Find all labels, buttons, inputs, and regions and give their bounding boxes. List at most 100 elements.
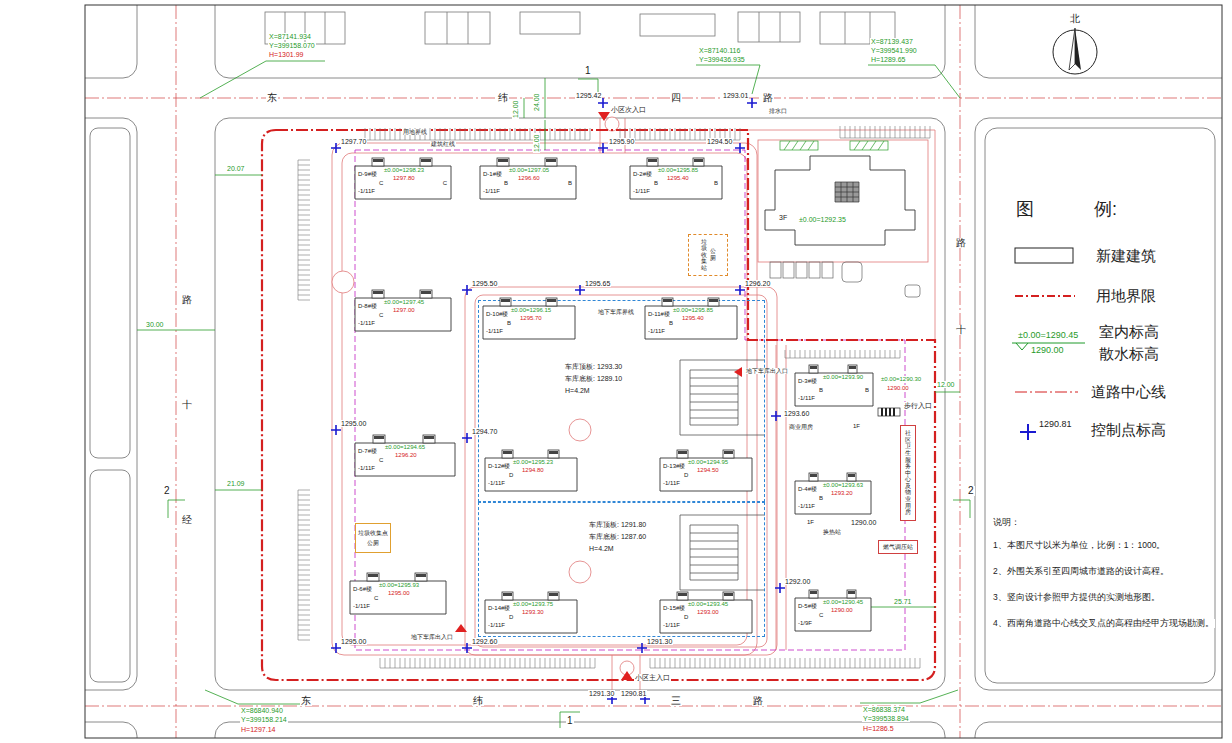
parking-stall [740,128,741,140]
parking-stall [298,500,310,501]
parking-stall [895,350,896,358]
indoor-elevation: ±0.00=1297.45 [384,299,424,305]
parking-stall [298,600,310,601]
neighbor-building [845,12,870,44]
parking-stall [298,215,310,216]
parking-stall [695,128,696,140]
unit-type: C [379,312,383,318]
note-text: 说明： [992,518,1021,527]
parking-stall [805,350,806,358]
building-outline [485,600,577,633]
parking-stall [510,128,511,140]
building-outline [795,373,873,406]
residential-building: D-12#楼±0.00=1295.231294.80D-1/11F [485,455,577,491]
parking-stall [535,658,536,668]
parking-stall [775,658,776,668]
stair-core [497,158,509,166]
stair-core [502,592,513,600]
parking-stall [660,128,661,140]
parking-stall [860,658,861,668]
balcony-hatch [663,299,672,302]
parking-stall [840,138,930,139]
unit-type: C [819,612,823,618]
parking-stall [790,350,791,358]
floor-count: -1/11F [488,622,505,628]
parking-stall [298,195,310,196]
elevation-label: 1294.70 [471,428,498,435]
play-area [796,262,807,278]
indoor-elevation: ±0.00=1292.35 [799,216,846,223]
parking-stall [520,658,521,668]
stair-core [502,450,513,458]
leader-line [696,65,760,94]
parking-stall [405,658,406,668]
play-area [770,262,781,278]
parking-stall [835,658,836,668]
parking-stall [720,658,721,668]
floor-count: -1/11F [798,503,815,509]
kindergarten-building: 3F±0.00=1292.35 [765,152,915,247]
parking-stall [735,658,736,668]
parking-stall [298,565,310,566]
balcony-hatch [373,291,383,294]
parking-stall [875,126,876,138]
parking-stall [680,128,681,140]
parking-stall [575,658,576,668]
balcony-hatch [549,451,558,454]
balcony-hatch [810,366,817,369]
parking-stall [650,128,651,140]
parking-stall [560,128,561,140]
annotation-label: 地下车库出入口 [410,634,454,640]
parking-stall [298,255,310,256]
city-block-curb [90,470,130,682]
parking-stall [415,658,416,668]
parking-stall [785,350,786,358]
parking-stall [380,668,595,669]
city-block-curb [85,722,137,738]
parking-stall [370,128,371,140]
parking-stall [670,658,671,668]
play-area [770,262,920,297]
residential-building: D-13#楼±0.00=1294.951294.50D-1/11F [660,455,752,491]
stair-core [367,573,379,581]
parking-stall [755,658,756,668]
building-name: D-5#楼 [798,603,817,609]
neighbor-building [265,12,895,44]
parking-stall [750,658,751,668]
stair-core [809,365,818,373]
parking-stall [435,128,436,140]
road-name: 路 [762,93,774,103]
elevation-label: 1295.90 [608,138,635,145]
parking-stall [298,295,310,296]
unit-type: D [509,614,513,620]
parking-stall [800,658,801,668]
parking-stall [298,160,299,300]
residential-building: D-5#楼±0.00=1290.451290.00C-1/9F [795,595,871,631]
parking-stall [385,128,386,140]
parking-stall [465,658,466,668]
parking-stall [298,535,310,536]
balcony-hatch [678,451,687,454]
unit-type: B [819,387,823,393]
road-name: 十 [181,400,193,410]
parking-stall [590,128,591,140]
facility-box: 垃圾收集点公厕 [355,523,391,553]
unit-type: B [568,180,572,186]
stair-core [373,435,385,443]
city-block-curb [975,5,1222,78]
parking-stall [585,128,586,140]
parking-stall [650,658,651,668]
parking-stall [445,128,446,140]
parking-stall [785,358,900,359]
apron-elevation: 1293.20 [831,490,853,496]
parking-stall [298,205,310,206]
parking-stall [560,658,561,668]
note-text: 3、竖向设计参照甲方提供的实测地形图。 [992,593,1161,602]
parking-stall [780,658,781,668]
note-text: 2、外围关系引至四周城市道路的设计高程。 [992,567,1170,576]
stair-core [372,290,384,298]
apron-elevation: 1297.80 [393,175,415,181]
city-block-curb [85,5,137,78]
coordinate-callout: H=1286.5 [862,725,895,732]
balcony-hatch [368,574,378,577]
